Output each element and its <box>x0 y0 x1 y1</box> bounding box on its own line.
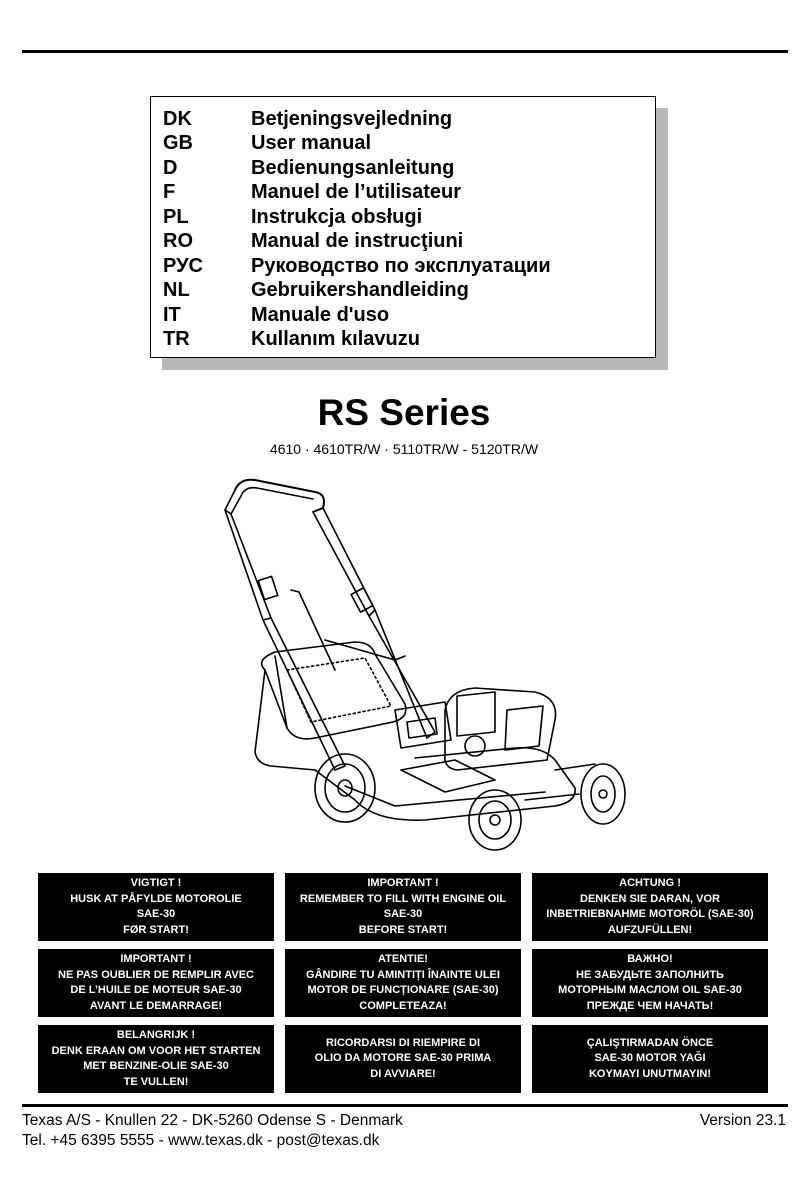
warning-line: BEFORE START! <box>358 923 448 936</box>
footer-version: Version 23.1 <box>699 1112 786 1129</box>
top-rule <box>22 50 788 53</box>
series-title: RS Series <box>317 392 491 433</box>
warning-line: SAE-30 <box>136 908 176 920</box>
language-title: Instrukcja obsługi <box>251 205 423 228</box>
warning-line: REMEMBER TO FILL WITH ENGINE OIL <box>299 892 507 905</box>
warning-line: МОТОРНЫМ МАСЛОМ OIL SAE-30 <box>558 984 742 996</box>
warning-line: RICORDARSI DI RIEMPIRE DI <box>325 1036 480 1049</box>
warning-line: ATENTIE! <box>378 953 428 965</box>
language-row-pl: PL Instrukcja obsługi <box>151 205 655 230</box>
warning-line: INBETRIEBNAHME MOTORÖL (SAE-30) <box>546 908 754 920</box>
warning-line: MOTOR DE FUNCȚIONARE (SAE-30) <box>307 984 499 996</box>
warning-line: AUFZUFÜLLEN! <box>607 923 693 936</box>
warning-line: DENK ERAAN OM VOOR HET STARTEN <box>51 1044 261 1057</box>
warning-box-it: RICORDARSI DI RIEMPIRE DI OLIO DA MOTORE… <box>285 1025 521 1093</box>
warning-box-tr: ÇALIŞTIRMADAN ÖNCE SAE-30 MOTOR YAĞI KOY… <box>532 1025 768 1093</box>
language-row-rus: РУС Руководство по эксплуатации <box>151 254 655 279</box>
warning-line: НЕ ЗАБУДЬТЕ ЗАПОЛНИТЬ <box>576 968 724 981</box>
language-code: TR <box>163 328 190 351</box>
warning-line: VIGTIGT ! <box>130 877 182 889</box>
warning-line: DE L’HUILE DE MOTEUR SAE-30 <box>70 984 242 996</box>
warning-line: IMPORTANT ! <box>367 877 439 889</box>
warning-line: HUSK AT PÅFYLDE MOTOROLIE <box>70 892 242 905</box>
language-code: NL <box>163 279 190 302</box>
warning-line: SAE-30 <box>383 908 423 920</box>
warning-line: COMPLETEAZA! <box>359 999 447 1012</box>
warning-box-f: IMPORTANT ! NE PAS OUBLIER DE REMPLIR AV… <box>38 949 274 1017</box>
warning-line: FØR START! <box>123 923 189 936</box>
warning-line: DI AVVIARE! <box>370 1067 436 1080</box>
warning-line: IMPORTANT ! <box>120 953 192 965</box>
language-title: Manual de instrucţiuni <box>251 230 464 253</box>
language-code: F <box>163 181 176 204</box>
language-row-it: IT Manuale d'uso <box>151 303 655 328</box>
warning-line: SAE-30 MOTOR YAĞI <box>594 1052 706 1065</box>
warning-line: TE VULLEN! <box>123 1075 189 1088</box>
warning-line: OLIO DA MOTORE SAE-30 PRIMA <box>314 1052 492 1065</box>
warning-line: ПРЕЖДЕ ЧЕМ НАЧАТЬ! <box>586 999 714 1012</box>
warning-box-gb: IMPORTANT ! REMEMBER TO FILL WITH ENGINE… <box>285 873 521 941</box>
language-code: DK <box>163 107 192 130</box>
language-code: PL <box>163 205 189 228</box>
footer-address: Texas A/S - Knullen 22 - DK-5260 Odense … <box>22 1112 403 1129</box>
language-code: IT <box>163 303 181 326</box>
bottom-rule <box>22 1104 788 1107</box>
language-row-dk: DK Betjeningsvejledning <box>151 107 655 132</box>
warning-line: ВАЖНО! <box>627 953 673 965</box>
language-row-nl: NL Gebruikershandleiding <box>151 279 655 304</box>
lawnmower-illustration <box>224 478 626 851</box>
warning-line: BELANGRIJK ! <box>116 1029 196 1041</box>
warning-line: GÂNDIRE TU AMINTIȚI ÎNAINTE ULEI <box>306 968 500 981</box>
warning-box-dk: VIGTIGT ! HUSK AT PÅFYLDE MOTOROLIE SAE-… <box>38 873 274 941</box>
language-title: Manuel de l’utilisateur <box>251 181 462 204</box>
language-code: D <box>163 156 178 179</box>
warning-box-ro: ATENTIE! GÂNDIRE TU AMINTIȚI ÎNAINTE ULE… <box>285 949 521 1017</box>
language-title: User manual <box>251 132 372 155</box>
language-title: Руководство по эксплуатации <box>251 254 551 277</box>
language-row-tr: TR Kullanım kılavuzu <box>151 328 655 353</box>
language-row-ro: RO Manual de instrucţiuni <box>151 230 655 255</box>
language-title: Kullanım kılavuzu <box>251 328 420 351</box>
warning-line: MET BENZINE-OLIE SAE-30 <box>83 1060 229 1072</box>
footer-contact: Tel. +45 6395 5555 - www.texas.dk - post… <box>22 1132 380 1149</box>
language-title: Betjeningsvejledning <box>251 107 453 130</box>
warning-line: KOYMAYI UNUTMAYIN! <box>588 1067 712 1080</box>
warning-line: NE PAS OUBLIER DE REMPLIR AVEC <box>58 968 254 981</box>
language-row-d: D Bedienungsanleitung <box>151 156 655 181</box>
language-title: Manuale d'uso <box>251 303 390 326</box>
language-code: RO <box>163 230 193 253</box>
language-code: GB <box>163 132 193 155</box>
warning-line: AVANT LE DEMARRAGE! <box>89 999 223 1012</box>
language-title: Bedienungsanleitung <box>251 156 455 179</box>
language-title: Gebruikershandleiding <box>251 279 469 302</box>
language-box: DK Betjeningsvejledning GB User manual D Be… <box>150 96 656 358</box>
warning-line: ÇALIŞTIRMADAN ÖNCE <box>586 1036 714 1049</box>
warning-line: DENKEN SIE DARAN, VOR <box>580 892 720 905</box>
warning-box-rus: ВАЖНО! НЕ ЗАБУДЬТЕ ЗАПОЛНИТЬ МОТОРНЫМ МА… <box>532 949 768 1017</box>
warning-box-d: ACHTUNG ! DENKEN SIE DARAN, VOR INBETRIE… <box>532 873 768 941</box>
language-code: РУС <box>163 254 203 277</box>
series-models: 4610 · 4610TR/W · 5110TR/W - 5120TR/W <box>269 441 539 457</box>
warning-line: ACHTUNG ! <box>619 877 681 889</box>
warning-box-nl: BELANGRIJK ! DENK ERAAN OM VOOR HET STAR… <box>38 1025 274 1093</box>
language-row-gb: GB User manual <box>151 132 655 157</box>
language-row-f: F Manuel de l’utilisateur <box>151 181 655 206</box>
